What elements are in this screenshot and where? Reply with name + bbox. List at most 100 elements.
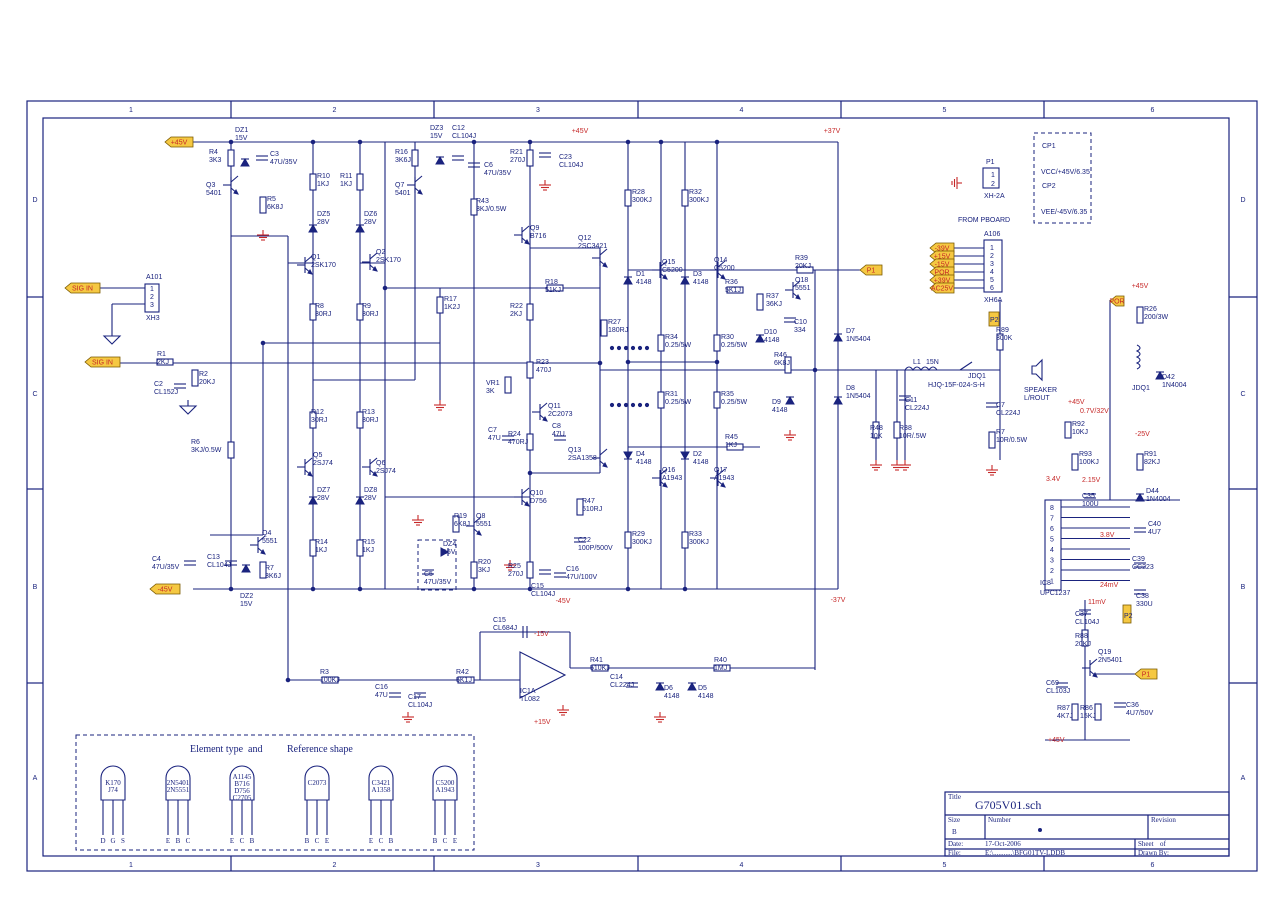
value-r18: 51KJ [545, 287, 561, 294]
number-dot [1038, 828, 1042, 832]
resistor-r26 [1136, 306, 1144, 324]
ref-r45: R45 [725, 434, 738, 441]
rail-plus45-right: +45V [1068, 399, 1085, 406]
ref-r86: R86 [1080, 705, 1093, 712]
value-r31: 0.25/5W [665, 399, 691, 406]
legend-title-right: Reference shape [287, 744, 353, 755]
junction-dot [658, 139, 664, 145]
measurement-24mv: 24mV [1100, 582, 1119, 589]
package-outline [368, 765, 394, 801]
ref-r41: R41 [590, 657, 603, 664]
connector-a106-pin: 4 [990, 269, 994, 276]
rail-plus37: +37V [824, 128, 841, 135]
p2-tag-right [1122, 604, 1132, 624]
resistor-r91 [1136, 453, 1144, 471]
capacitor-c15 [538, 569, 552, 575]
value-q6: 2SJ74 [376, 468, 396, 475]
capacitor-c2 [173, 383, 187, 389]
ref-d5: D5 [698, 685, 707, 692]
resistor-r6 [227, 441, 235, 459]
diode-d1 [623, 276, 633, 285]
ic8-pin-number: 6 [1050, 526, 1054, 533]
value-c8: 47U [552, 431, 565, 438]
ref-c37: C37 [1075, 611, 1088, 618]
value-r16: 3K6J [395, 157, 411, 164]
ref-c12: C12 [452, 125, 465, 132]
value-r88: 20KJ [1075, 641, 1091, 648]
port-minus45-label: -45V [158, 587, 173, 594]
ref-c15: C15 [493, 617, 506, 624]
ref-q14: Q14 [714, 257, 727, 264]
value-r2: 20KJ [199, 379, 215, 386]
ref-c13: C13 [207, 554, 220, 561]
ellipsis-dot [630, 402, 636, 408]
ref-r37: R37 [766, 293, 779, 300]
connector-a101-pin: 2 [150, 294, 154, 301]
package-part-label: 2N5401 [167, 779, 190, 787]
column-label-top: 3 [536, 107, 540, 114]
ref-dz1: DZ1 [235, 127, 248, 134]
ground-icon [653, 711, 667, 723]
resistor-r28 [624, 189, 632, 207]
ref-speaker: SPEAKER [1024, 387, 1057, 394]
value-c2: CL152J [154, 389, 178, 396]
resistor-r29 [624, 531, 632, 549]
ref-r5: R5 [267, 196, 276, 203]
column-label-top: 5 [943, 107, 947, 114]
ref-r15: R15 [362, 539, 375, 546]
ref-c7: C7 [996, 402, 1005, 409]
ellipsis-dot [637, 402, 643, 408]
ground-icon [401, 711, 415, 723]
column-label-bottom: 6 [1151, 862, 1155, 869]
value-q10: D756 [530, 498, 547, 505]
package-part-label: J74 [108, 786, 118, 794]
transistor-q9 [513, 225, 530, 245]
package-pin-label: C [315, 837, 320, 845]
value-jdq1-relay: HJQ-15F-024-S-H [928, 382, 985, 389]
ref-d10: D10 [764, 329, 777, 336]
junction-dot [527, 586, 533, 592]
ref-r13: R13 [362, 409, 375, 416]
p2-tag-label: P2 [990, 317, 999, 324]
inner-frame [42, 117, 1230, 857]
ic8-pin-number: 8 [1050, 505, 1054, 512]
value-c39: CC223 [1132, 564, 1154, 571]
value-d3: 4148 [693, 279, 709, 286]
value-c22: 100P/500V [578, 545, 613, 552]
value-r28: 300KJ [632, 197, 652, 204]
ellipsis-dot [637, 345, 643, 351]
value-r24: 470RJ [508, 439, 528, 446]
value-r8: 30RJ [315, 311, 331, 318]
ref-r33: R33 [689, 531, 702, 538]
value-r7: 3K6J [265, 573, 281, 580]
value-r93: 100KJ [1079, 459, 1099, 466]
ref-r92: R92 [1072, 421, 1085, 428]
connector-a106-pin: 3 [990, 261, 994, 268]
ref-d1: D1 [636, 271, 645, 278]
value-d5: 4148 [698, 693, 714, 700]
value-r22: 2KJ [510, 311, 522, 318]
row-label-left: A [33, 775, 38, 782]
size-label: Size [948, 816, 960, 824]
resistor-r32 [681, 189, 689, 207]
package-outline [165, 765, 191, 801]
speaker-icon [1031, 358, 1043, 382]
resistor-r25 [526, 561, 534, 579]
opamp-ic1a [519, 651, 567, 699]
value-c40: 4U7 [1148, 529, 1161, 536]
ref-r7: R7 [265, 565, 274, 572]
package-pin-label: G [110, 837, 115, 845]
ground-icon [985, 464, 999, 476]
ref-r14: R14 [315, 539, 328, 546]
column-label-bottom: 1 [129, 862, 133, 869]
ground-icon [556, 704, 570, 716]
ellipsis-dot [644, 402, 650, 408]
value-c16: 47U/100V [566, 574, 597, 581]
ref-r27: R27 [608, 319, 621, 326]
ref-l1: L1 [913, 359, 921, 366]
value-d2: 4148 [693, 459, 709, 466]
ref-d9: D9 [772, 399, 781, 406]
cp1-ref: CP1 [1042, 143, 1056, 150]
value-r86: 15KJ [1080, 713, 1096, 720]
a106-signal-tag [929, 282, 955, 294]
